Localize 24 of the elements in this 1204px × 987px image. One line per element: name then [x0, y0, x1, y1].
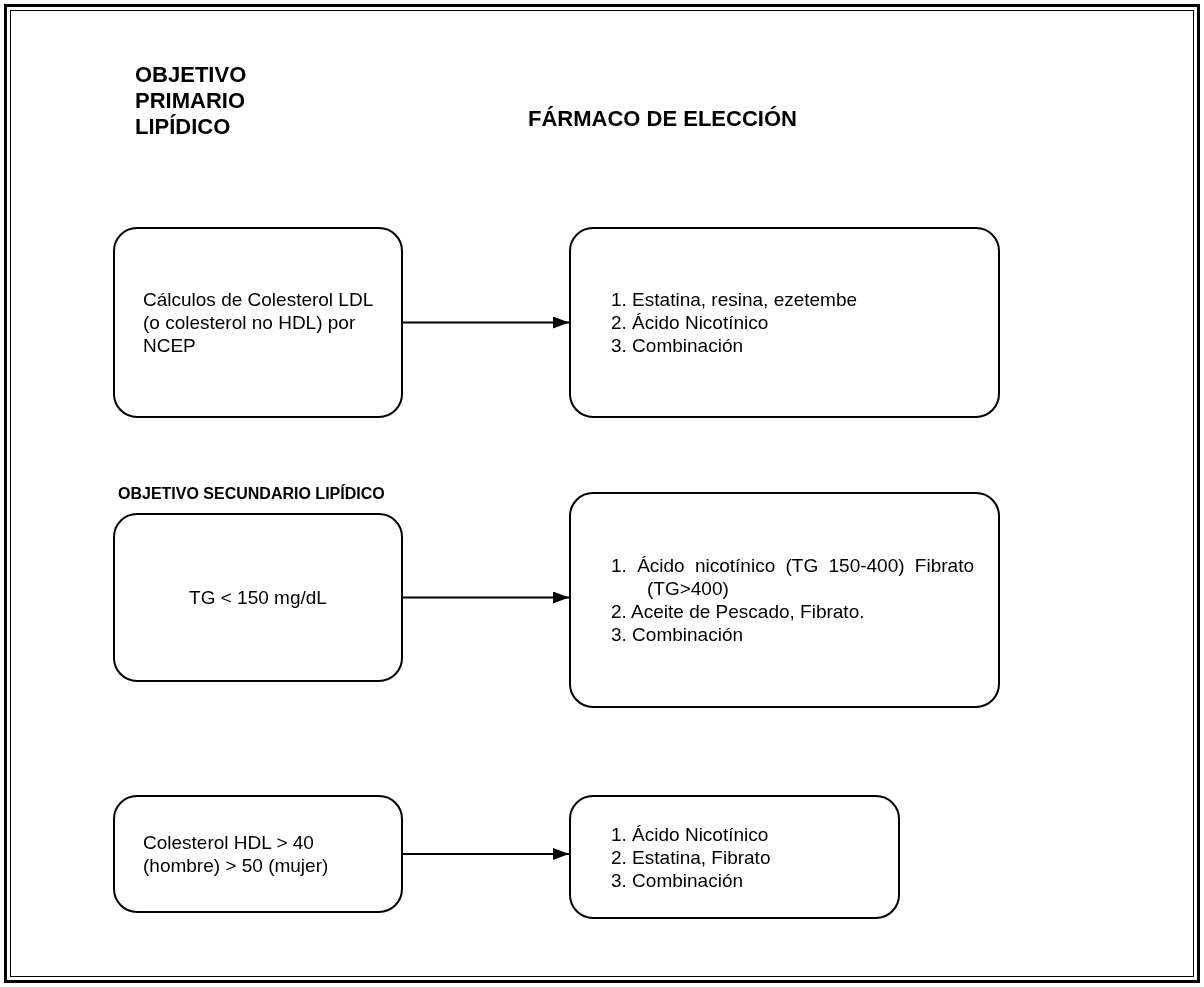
list-item: 1. Ácido Nicotínico: [611, 822, 770, 846]
box-text: TG < 150 mg/dL: [189, 586, 327, 609]
heading: OBJETIVO PRIMARIO LIPÍDICO: [135, 62, 248, 140]
rounded-box: [569, 795, 900, 919]
arrow: [402, 591, 570, 604]
list-item: 1. Estatina, resina, ezetembe: [611, 288, 859, 311]
rounded-box: [569, 227, 1000, 418]
arrow: [402, 848, 570, 860]
list-item: 2. Aceite de Pescado, Fibrato.: [611, 600, 866, 623]
rounded-box: [569, 492, 1000, 708]
list-item: 3. Combinación: [611, 868, 745, 892]
box-text: Cálculos de Colesterol LDL (o colesterol no HDL) por NCEP: [143, 288, 374, 357]
list-item: 2. Estatina, Fibrato: [611, 845, 772, 869]
rounded-box: [113, 513, 403, 682]
rounded-box: [113, 795, 403, 913]
arrow: [402, 316, 570, 329]
list-item: 2. Ácido Nicotínico: [611, 311, 770, 334]
list-item: 1. Ácido nicotínico (TG 150-400) Fibrato (TG>400): [611, 554, 974, 600]
box-text: Colesterol HDL > 40 (hombre) > 50 (mujer): [143, 831, 330, 877]
rounded-box: [113, 227, 403, 418]
list-item: 3. Combinación: [611, 623, 745, 646]
heading: OBJETIVO SECUNDARIO LIPÍDICO: [118, 483, 385, 504]
list-item: 3. Combinación: [611, 334, 745, 357]
heading: FÁRMACO DE ELECCIÓN: [528, 105, 797, 133]
